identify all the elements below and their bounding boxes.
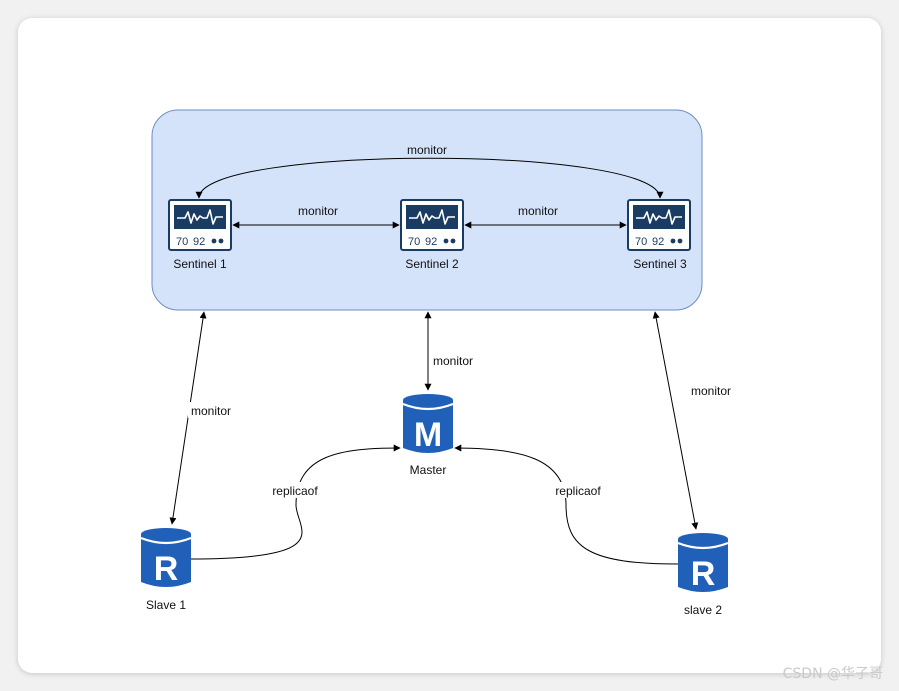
edge-label-slave1-master: replicaof <box>272 484 318 498</box>
sentinel-1-label: Sentinel 1 <box>173 257 227 271</box>
edge-label-s1-s2: monitor <box>298 204 338 218</box>
sentinel-1-node: 70 92 <box>168 199 232 251</box>
master-node: M <box>401 392 455 455</box>
edge-label-s1-s3: monitor <box>407 143 447 157</box>
slave-1-letter: R <box>154 550 179 588</box>
sentinel-2-node: 70 92 <box>400 199 464 251</box>
edge-slave1-master <box>189 444 401 560</box>
sentinel-2-reading-a: 70 <box>408 236 420 248</box>
slave-1-label: Slave 1 <box>146 598 186 612</box>
edge-label-s2-s3: monitor <box>518 204 558 218</box>
edge-label-s2-master: monitor <box>433 354 473 368</box>
sentinel-1-reading-a: 70 <box>176 236 188 248</box>
sentinel-2-reading-b: 92 <box>425 236 437 248</box>
sentinel-3-label: Sentinel 3 <box>633 257 687 271</box>
slave-1-node: R <box>139 526 193 589</box>
edge-slave2-master <box>454 444 679 565</box>
csdn-watermark: CSDN @华子哥 <box>782 666 883 682</box>
master-letter: M <box>414 416 442 454</box>
edge-s3-slave2 <box>652 311 699 530</box>
sentinel-3-reading-a: 70 <box>635 236 647 248</box>
master-label: Master <box>410 463 447 477</box>
sentinel-1-reading-b: 92 <box>193 236 205 248</box>
slave-2-label: slave 2 <box>684 603 722 617</box>
slave-2-node: R <box>676 531 730 594</box>
edge-label-slave2-master: replicaof <box>555 484 601 498</box>
sentinel-3-node: 70 92 <box>627 199 691 251</box>
sentinel-3-reading-b: 92 <box>652 236 664 248</box>
edge-s1-s3 <box>195 157 664 199</box>
edge-label-s3-slave2: monitor <box>691 384 731 398</box>
sentinel-2-label: Sentinel 2 <box>405 257 459 271</box>
slave-2-letter: R <box>691 555 716 593</box>
edge-label-s1-slave1: monitor <box>191 404 231 418</box>
